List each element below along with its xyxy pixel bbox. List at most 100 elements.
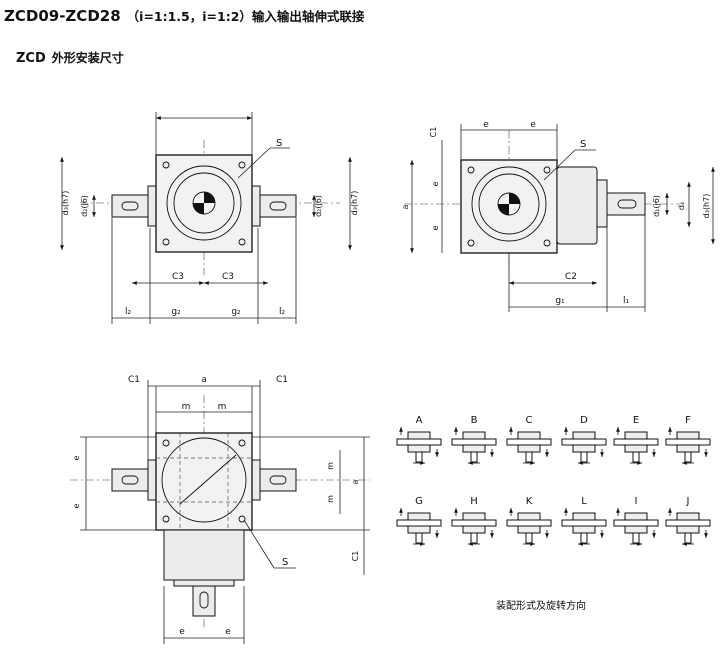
- label-d2-left: d₂(j6): [80, 195, 89, 217]
- housing-bore-outer: [166, 165, 242, 241]
- left-keyway: [121, 475, 139, 485]
- mounting-config: L: [561, 496, 607, 546]
- label-s: S: [580, 139, 586, 150]
- section-model: ZCD: [16, 51, 46, 66]
- label-e-top-left: e: [483, 120, 489, 130]
- label-m-lower: m: [326, 495, 335, 503]
- mounting-hole: [543, 239, 551, 247]
- config-vertical-shaft: [415, 532, 423, 544]
- config-horizontal-shaft: [451, 519, 497, 527]
- config-horizontal-shaft: [451, 438, 497, 446]
- config-vertical-shaft: [580, 451, 588, 463]
- mounting-config: G: [396, 496, 442, 546]
- label-e-upper: e: [431, 181, 440, 186]
- lower-keyway: [199, 591, 209, 609]
- mounting-hole: [238, 439, 246, 447]
- right-keyway: [269, 201, 287, 211]
- label-l1: l₁: [623, 296, 630, 306]
- config-horizontal-shaft: [613, 519, 659, 527]
- config-horizontal-shaft: [561, 438, 607, 446]
- lower-flange: [173, 579, 235, 587]
- page-title-model: ZCD09-ZCD28: [4, 7, 121, 25]
- label-d2-right: d₂(j6): [314, 195, 323, 217]
- label-d1: d₁(j6): [652, 195, 661, 217]
- label-e-bottom-left: e: [179, 627, 185, 637]
- config-label: K: [526, 496, 533, 507]
- config-vertical-shaft: [525, 532, 533, 544]
- lower-shaft: [192, 585, 216, 617]
- label-m-right: m: [218, 402, 227, 412]
- lower-motor-adapter: [163, 529, 245, 581]
- output-shaft: [606, 192, 646, 216]
- label-d3-right: d₃(h7): [350, 191, 359, 216]
- label-d3: d₃(h7): [61, 191, 70, 216]
- housing-top-circle: [161, 437, 247, 523]
- label-c1-right: C1: [276, 375, 288, 385]
- housing-bore-outer: [471, 166, 547, 242]
- config-label: L: [581, 496, 587, 507]
- mounting-hole: [162, 161, 170, 169]
- config-label: J: [686, 496, 690, 507]
- label-c3-right: C3: [222, 272, 234, 282]
- label-g2-right: g₂: [231, 307, 241, 317]
- mounting-config: I: [613, 496, 659, 546]
- motor-adapter: [556, 166, 598, 245]
- config-vertical-shaft: [415, 451, 423, 463]
- label-e-upper: e: [72, 455, 81, 460]
- config-vertical-shaft: [470, 451, 478, 463]
- config-horizontal-shaft: [396, 519, 442, 527]
- mounting-hole: [238, 161, 246, 169]
- mounting-config: B: [451, 415, 497, 465]
- shaft-center-mark: [193, 192, 215, 214]
- diagonal-section-mark: [179, 454, 237, 505]
- label-l2-left: l₂: [125, 307, 132, 317]
- page-title-suffix: （i=1:1.5，i=1:2）输入输出轴伸式联接: [126, 9, 365, 24]
- config-label: C: [526, 415, 533, 426]
- label-e-top-right: e: [530, 120, 536, 130]
- label-c1-left: C1: [128, 375, 140, 385]
- mounting-hole: [238, 238, 246, 246]
- config-horizontal-shaft: [396, 438, 442, 446]
- leader-line: [543, 149, 576, 181]
- config-vertical-shaft: [525, 451, 533, 463]
- shaft-center-mark: [498, 193, 520, 215]
- mounting-config: H: [451, 496, 497, 546]
- label-d4: d₄: [677, 202, 686, 210]
- config-horizontal-shaft: [506, 438, 552, 446]
- label-m-left: m: [182, 402, 191, 412]
- gearbox-housing: [155, 432, 253, 531]
- mounting-config: F: [665, 415, 711, 465]
- config-vertical-shaft: [632, 532, 640, 544]
- mounting-config: A: [396, 415, 442, 465]
- housing-bore-inner: [478, 173, 540, 235]
- config-vertical-shaft: [684, 451, 692, 463]
- label-s: S: [282, 557, 288, 568]
- label-d3: d₃(h7): [702, 194, 711, 219]
- housing-bore-inner: [173, 172, 235, 234]
- leader-line: [237, 147, 271, 179]
- config-label: A: [416, 415, 423, 426]
- mounting-hole: [467, 239, 475, 247]
- config-label: E: [633, 415, 639, 426]
- label-e-lower: e: [72, 503, 81, 508]
- label-c1: C1: [429, 127, 438, 138]
- output-flange: [596, 179, 608, 228]
- mounting-config: E: [613, 415, 659, 465]
- config-vertical-shaft: [632, 451, 640, 463]
- left-keyway: [121, 201, 139, 211]
- label-e-bottom-right: e: [225, 627, 231, 637]
- mounting-hole: [162, 515, 170, 523]
- config-label: F: [685, 415, 691, 426]
- config-label: D: [580, 415, 588, 426]
- config-horizontal-shaft: [613, 438, 659, 446]
- mounting-caption: 装配形式及旋转方向: [496, 601, 586, 612]
- label-c2: C2: [565, 272, 577, 282]
- output-keyway: [617, 199, 637, 209]
- mounting-config: C: [506, 415, 552, 465]
- label-g2-left: g₂: [171, 307, 181, 317]
- label-c1-bottom: C1: [351, 551, 360, 562]
- section-label: 外形安装尺寸: [51, 51, 124, 65]
- view-front-single-output: e e C1 e e a S d₁(j6) d₄ d₃(h7) C2 g₁ l₁: [401, 120, 715, 312]
